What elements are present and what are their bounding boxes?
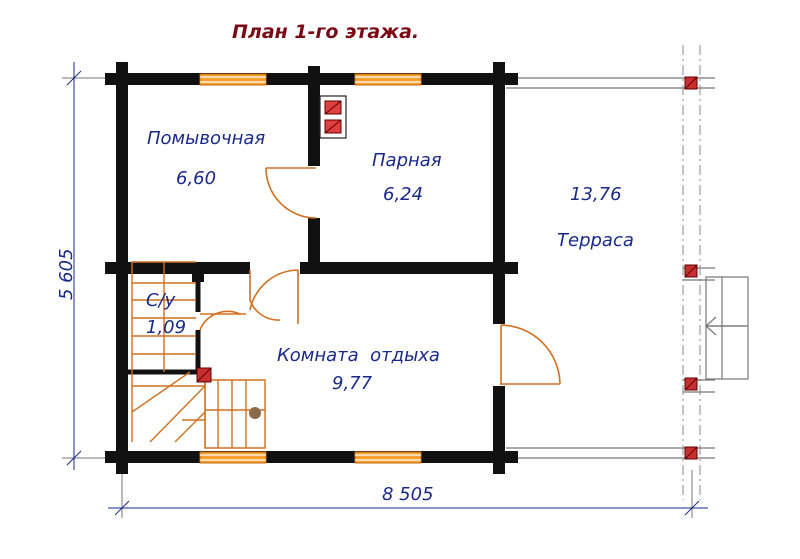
log-ends — [105, 62, 516, 474]
window-top-left — [199, 73, 267, 86]
entry-step — [705, 276, 749, 380]
height-dimension: 5 605 — [56, 62, 112, 470]
window-bottom-right — [354, 451, 422, 464]
room-name-steam: Парная — [372, 150, 442, 171]
terrace-beams — [506, 77, 715, 459]
entry-arrow-icon — [705, 316, 746, 336]
door-bathroom — [199, 310, 246, 331]
walls — [108, 66, 518, 470]
room-name-terrace: Терраса — [557, 230, 634, 251]
room-area-lounge: 9,77 — [332, 373, 373, 394]
room-area-bathroom: 1,09 — [146, 317, 186, 338]
room-area-wash: 6,60 — [176, 168, 216, 189]
stair-newel-icon — [249, 407, 261, 419]
room-area-terrace: 13,76 — [570, 184, 622, 205]
terrace-axes — [682, 45, 701, 500]
stove-chimney — [319, 95, 347, 139]
room-name-bathroom: С/у — [146, 290, 176, 311]
window-top-right — [354, 73, 422, 86]
door-terrace — [500, 324, 561, 385]
staircase — [131, 261, 266, 449]
door-wash-room — [249, 269, 299, 324]
height-value: 5 605 — [56, 248, 77, 300]
room-labels: Помывочная 6,60 Парная 6,24 13,76 Террас… — [146, 128, 634, 394]
windows — [199, 73, 422, 464]
room-area-steam: 6,24 — [383, 184, 423, 205]
plan-title: План 1-го этажа. — [232, 21, 419, 43]
width-dimension: 8 505 — [108, 470, 708, 518]
room-name-lounge: Комната отдыха — [277, 345, 440, 366]
door-steam-room — [265, 167, 317, 219]
width-value: 8 505 — [382, 484, 434, 505]
room-name-wash: Помывочная — [147, 128, 265, 149]
doors — [199, 167, 561, 385]
window-bottom-left — [199, 451, 267, 464]
terrace-posts — [684, 76, 698, 460]
